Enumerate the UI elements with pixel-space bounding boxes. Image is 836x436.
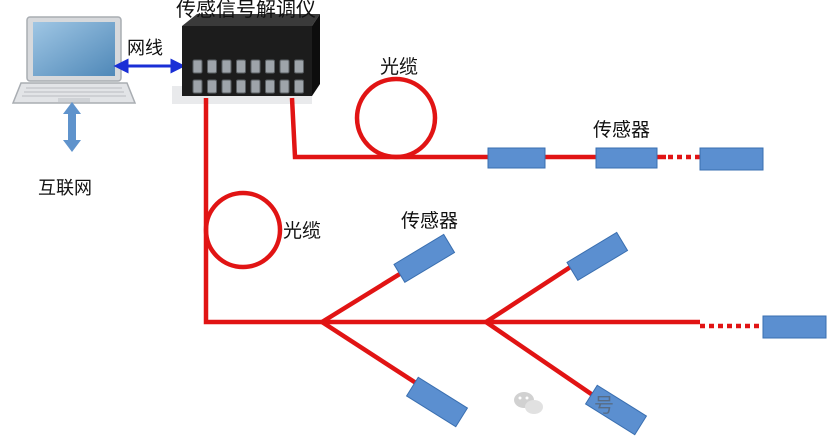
device-port: [250, 79, 261, 94]
device-port: [279, 59, 290, 74]
device-port: [236, 59, 246, 74]
device-port: [294, 59, 304, 74]
wechat-icon: [514, 392, 543, 414]
device-port: [279, 79, 290, 94]
fiber-split2-up: [484, 262, 577, 324]
device-title: 传感信号解调仪: [176, 0, 316, 21]
fiber-coil-left: [203, 190, 283, 270]
internet-label: 互联网: [38, 178, 92, 199]
device-port: [221, 79, 232, 94]
device-port: [294, 79, 304, 94]
network-cable-label: 网线: [127, 38, 163, 59]
sensors: [393, 147, 827, 436]
fiber-split2-down: [484, 320, 602, 402]
device-port: [192, 59, 203, 74]
fiber-coil-top: [354, 76, 438, 160]
fiber-left-trunk: [203, 98, 700, 325]
sensor-split1-down: [405, 376, 469, 428]
interrogator-device-icon: [172, 14, 320, 104]
sensor-top-2: [595, 147, 658, 169]
fiber-top-branch: [289, 97, 490, 160]
sensor-top-1: [487, 147, 546, 169]
internet-arrow: [63, 102, 81, 152]
fiber-cable-label-top: 光缆: [380, 56, 419, 78]
sensor-split1-up: [393, 233, 456, 284]
device-port: [221, 59, 232, 74]
device-port: [265, 79, 275, 94]
sensor-bottom-end: [762, 315, 827, 339]
fiber-split1-down: [320, 320, 418, 385]
fiber-network: [203, 76, 763, 402]
device-port: [236, 79, 246, 94]
device-port: [250, 59, 261, 74]
fiber-split1-up: [320, 270, 405, 324]
sensor-label-top: 传感器: [593, 119, 651, 141]
device-port: [207, 59, 217, 74]
device-port: [265, 59, 275, 74]
laptop-icon: [11, 16, 137, 104]
device-port: [192, 79, 203, 94]
sensor-split2-down: [584, 384, 648, 436]
sensor-top-3: [699, 147, 764, 171]
sensor-split2-up: [566, 231, 629, 282]
fiber-cable-label-left: 光缆: [283, 220, 322, 242]
watermark-text: 号: [594, 393, 614, 417]
device-port: [207, 79, 217, 94]
sensor-label-mid: 传感器: [401, 210, 459, 232]
